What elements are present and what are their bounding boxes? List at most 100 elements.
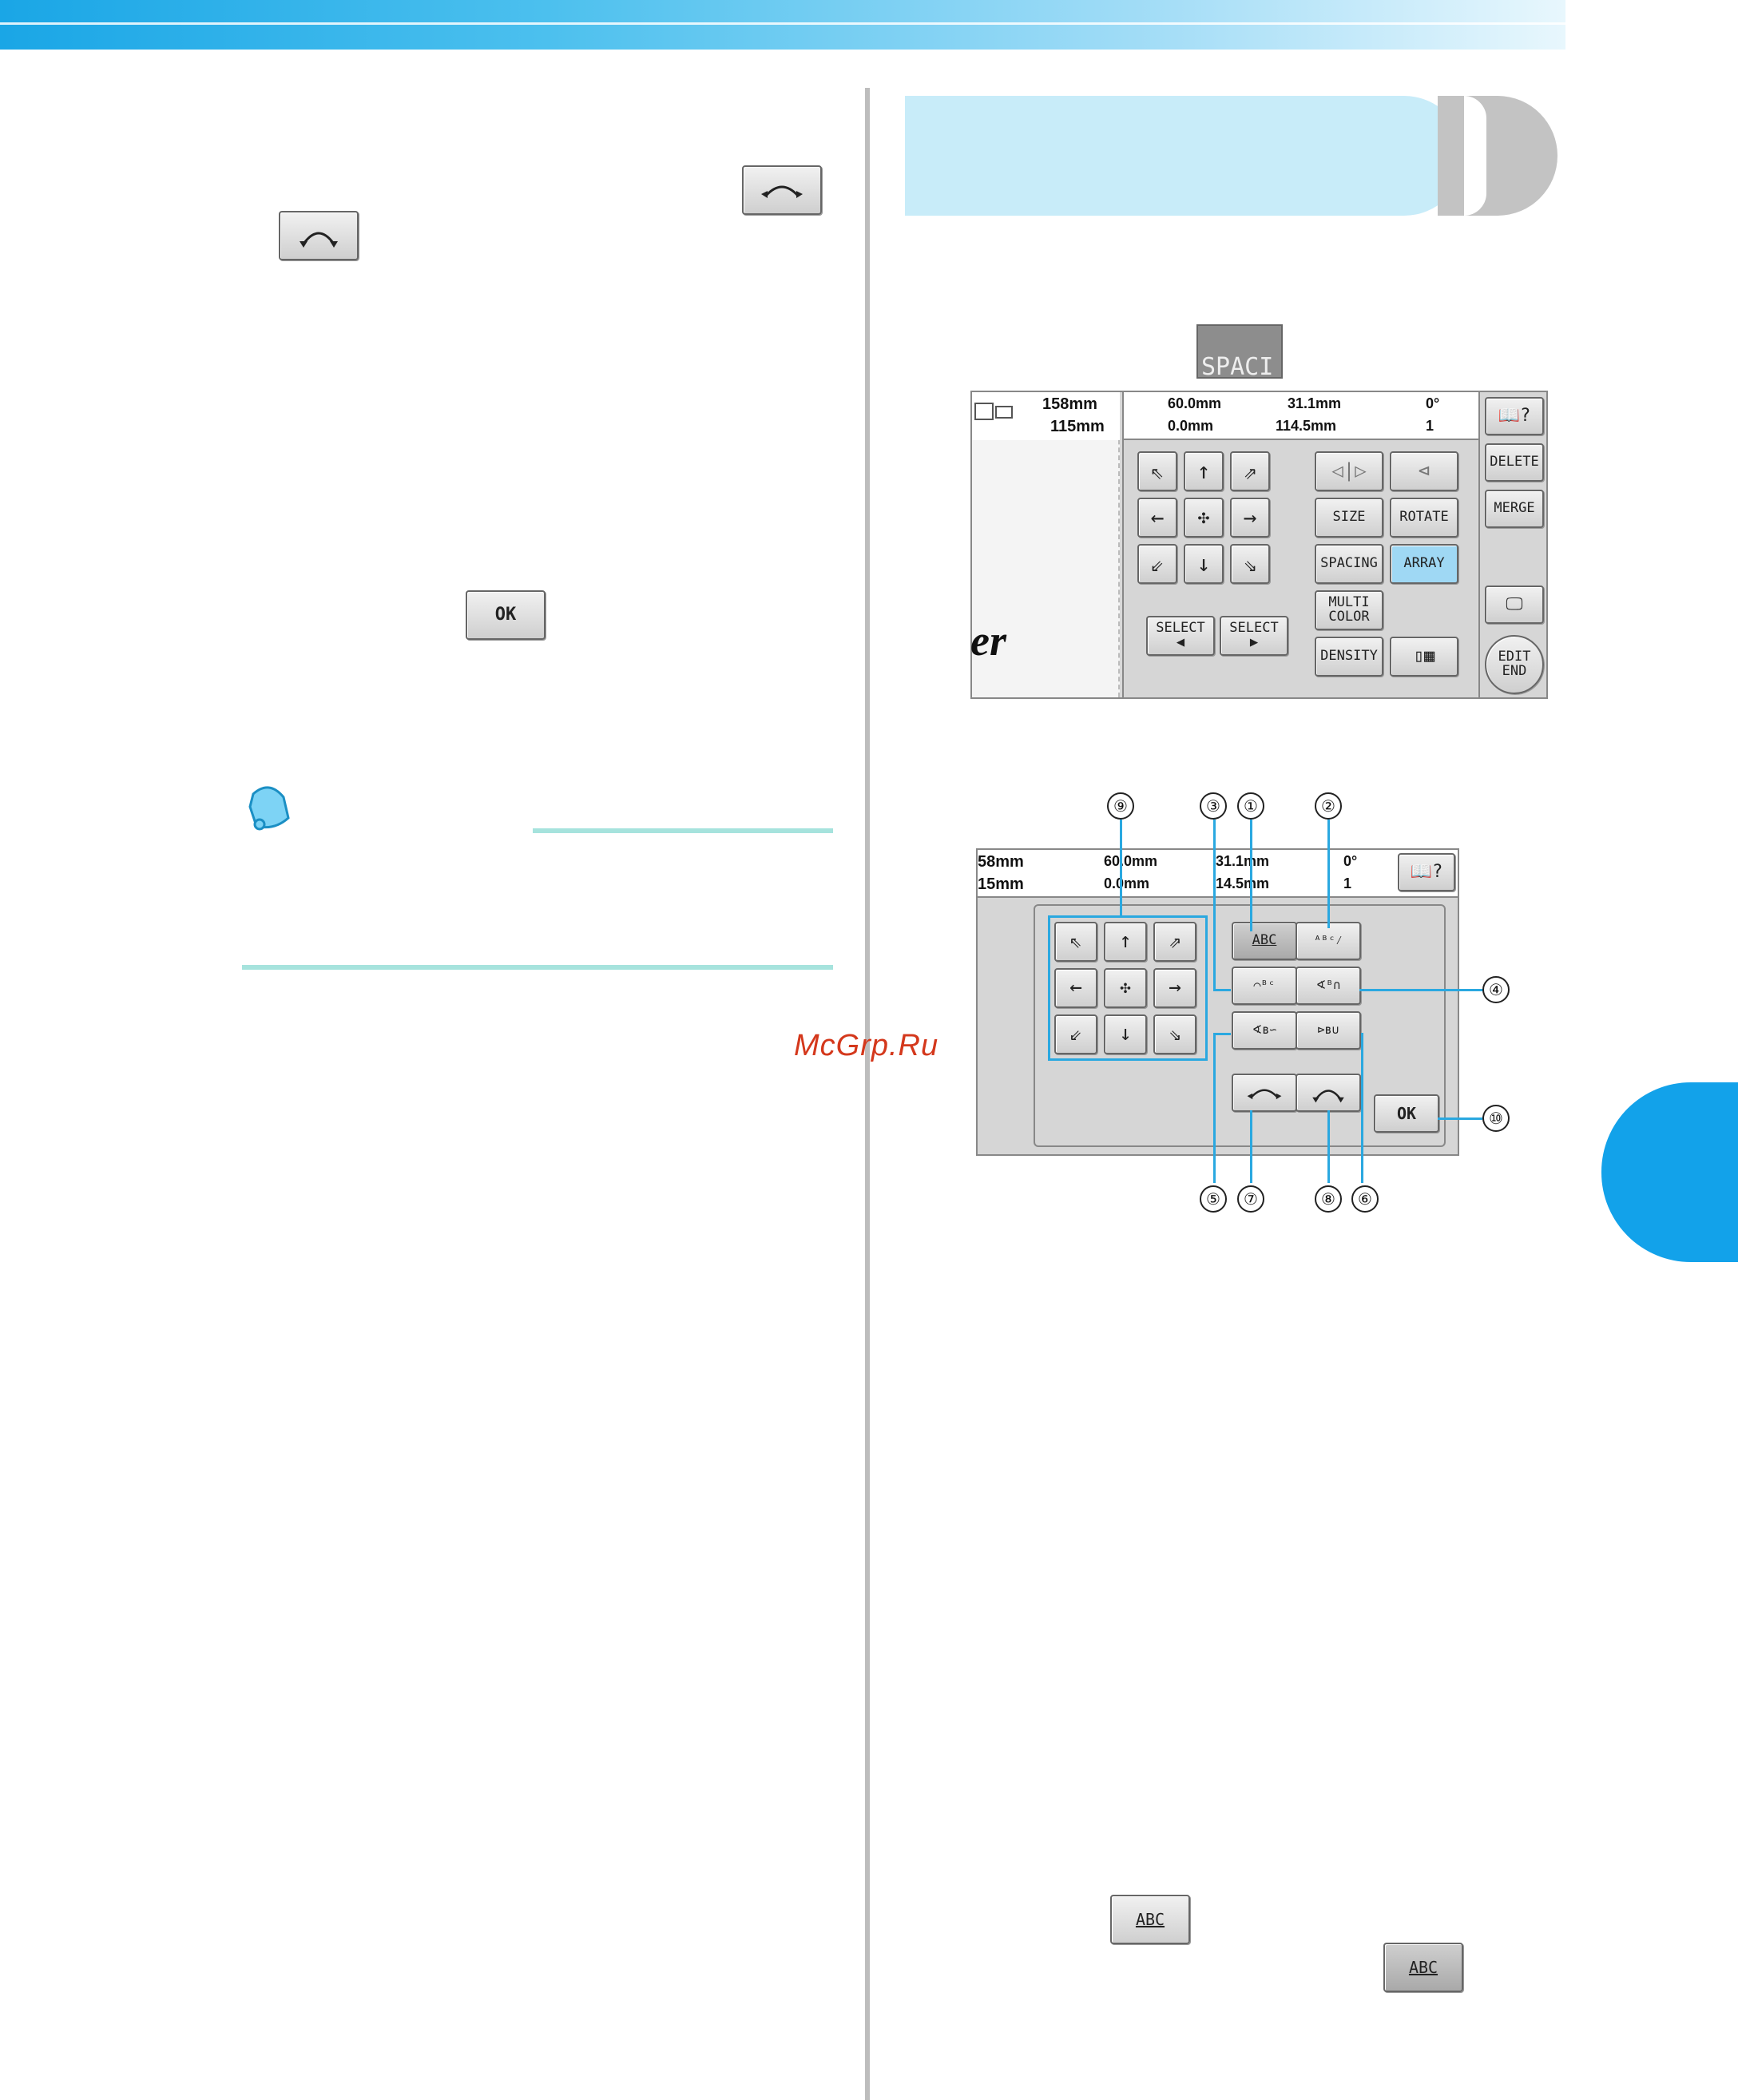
callout-9: ⑨ <box>1107 792 1134 820</box>
array-button[interactable]: ARRAY <box>1390 544 1458 584</box>
height-value: 60.0mm <box>1168 395 1222 411</box>
spacing-label: SPACI <box>1201 353 1274 379</box>
info-bar: 60.0mm 0.0mm 31.1mm 114.5mm 0° 1 <box>1124 392 1478 440</box>
move-up-right-button[interactable]: ⇗ <box>1230 451 1270 491</box>
ok-button-inline: OK <box>466 590 546 640</box>
move-left-button[interactable]: ← <box>1137 498 1177 538</box>
leader-4 <box>1359 989 1483 991</box>
help-book-icon: 📖? <box>1410 862 1443 883</box>
pattern-text-fragment: er <box>970 617 1006 665</box>
move-right-button[interactable]: → <box>1230 498 1270 538</box>
preview-button[interactable]: 🖵 <box>1485 586 1544 624</box>
select-previous-button[interactable]: SELECT◀ <box>1146 616 1215 656</box>
leader-3 <box>1213 820 1216 990</box>
edit-end-button[interactable]: EDIT END <box>1485 635 1544 694</box>
leader-5 <box>1213 1033 1216 1183</box>
color-count: 1 <box>1426 418 1434 434</box>
preview-area: 158mm 115mm er <box>970 392 1120 697</box>
arrow-pad-highlight <box>1048 915 1208 1061</box>
array-arc-up-button[interactable]: ∢ᴮ∩ <box>1296 967 1361 1005</box>
callout-6: ⑥ <box>1351 1185 1379 1213</box>
select-next-label: SELECT <box>1229 620 1279 637</box>
arc-down-abc-icon: ⌒ᴮᶜ <box>1253 978 1276 993</box>
height2-value: 31.1mm <box>1288 395 1342 411</box>
leader-10 <box>1438 1117 1482 1120</box>
array-slant-button[interactable]: ᴬᴮᶜ⁄ <box>1296 922 1361 960</box>
angle-value: 0° <box>1426 395 1440 411</box>
move-center-button[interactable]: ✣ <box>1184 498 1224 538</box>
arc-left-right-icon <box>761 185 803 198</box>
array-move-up-left-button[interactable]: ⇖ <box>1054 922 1097 962</box>
array-width2-value: 14.5mm <box>1216 875 1270 891</box>
array-width-value: 0.0mm <box>1104 875 1150 891</box>
section-heading-cap <box>1438 96 1557 216</box>
merge-button[interactable]: MERGE <box>1485 490 1544 528</box>
memo-top-rule <box>533 828 833 833</box>
array-move-down-button[interactable]: ↓ <box>1104 1014 1147 1054</box>
array-move-up-button[interactable]: ↑ <box>1104 922 1147 962</box>
array-move-down-left-button[interactable]: ⇙ <box>1054 1014 1097 1054</box>
array-arc-down-button[interactable]: ⌒ᴮᶜ <box>1232 967 1297 1005</box>
spacing-button-fragment: SPACI <box>1196 324 1283 379</box>
array-ok-button[interactable]: OK <box>1374 1094 1439 1133</box>
top-banner <box>0 0 1565 50</box>
column-divider <box>865 88 870 2100</box>
help-button[interactable]: 📖? <box>1485 397 1544 435</box>
rotate-button[interactable]: ROTATE <box>1390 498 1458 538</box>
array-move-left-button[interactable]: ← <box>1054 968 1097 1008</box>
array-angle-value: 0° <box>1343 853 1358 869</box>
abc-button-inline-1: ABC <box>1110 1895 1190 1944</box>
top-banner-line <box>0 22 1565 25</box>
array-move-center-button[interactable]: ✣ <box>1104 968 1147 1008</box>
leader-5-h <box>1213 1033 1231 1035</box>
callout-3: ③ <box>1200 792 1227 820</box>
density-button[interactable]: DENSITY <box>1315 637 1383 677</box>
edit-panel: 60.0mm 0.0mm 31.1mm 114.5mm 0° 1 ⇖ ↑ ⇗ ←… <box>1122 392 1478 697</box>
section-heading-bar <box>905 96 1464 216</box>
leader-2 <box>1327 820 1330 928</box>
size-button[interactable]: SIZE <box>1315 498 1383 538</box>
array-dims-vertical: 58mm <box>978 853 1024 871</box>
leader-1 <box>1250 820 1252 931</box>
array-move-up-right-button[interactable]: ⇗ <box>1153 922 1196 962</box>
callout-1: ① <box>1237 792 1264 820</box>
delete-button[interactable]: DELETE <box>1485 443 1544 482</box>
arc-left-right-icon <box>1247 1089 1282 1100</box>
array-height-value: 60.0mm <box>1104 853 1158 869</box>
edit-screen-1: 158mm 115mm er 60.0mm 0.0mm 31.1mm 114.5… <box>970 391 1548 699</box>
array-help-button[interactable]: 📖? <box>1398 853 1455 891</box>
array-move-right-button[interactable]: → <box>1153 968 1196 1008</box>
array-widen-arc-button[interactable] <box>1232 1074 1297 1112</box>
select-next-button[interactable]: SELECT▶ <box>1220 616 1288 656</box>
leader-8 <box>1327 1110 1330 1183</box>
thread-color-button[interactable]: ▯▦ <box>1390 637 1458 677</box>
array-narrow-arc-button[interactable] <box>1296 1074 1361 1112</box>
callout-10: ⑩ <box>1482 1105 1510 1132</box>
leader-7 <box>1250 1110 1252 1183</box>
move-down-right-button[interactable]: ⇘ <box>1230 544 1270 584</box>
array-curve-up-button[interactable]: ⊳ʙ∪ <box>1296 1011 1361 1050</box>
mirror-button[interactable]: ◁|▷ <box>1315 451 1383 491</box>
leader-6 <box>1361 1033 1363 1183</box>
bell-memo-icon <box>248 786 290 831</box>
watermark: McGrp.Ru <box>794 1029 939 1062</box>
help-book-icon: 📖? <box>1498 406 1531 427</box>
move-up-button[interactable]: ↑ <box>1184 451 1224 491</box>
side-buttons: 📖? DELETE MERGE 🖵 EDIT END <box>1478 392 1546 697</box>
move-up-left-button[interactable]: ⇖ <box>1137 451 1177 491</box>
array-dims-horizontal: 15mm <box>978 875 1024 893</box>
spacing-button[interactable]: SPACING <box>1315 544 1383 584</box>
flip-button[interactable]: ⊲ <box>1390 451 1458 491</box>
preview-monitor-icon: 🖵 <box>1506 594 1523 615</box>
move-down-button[interactable]: ↓ <box>1184 544 1224 584</box>
array-curve-down-button[interactable]: ∢ʙ∽ <box>1232 1011 1297 1050</box>
arc-curve-icon-button <box>279 211 359 260</box>
array-straight-button[interactable]: ABC <box>1232 922 1297 960</box>
hoop-icon <box>974 403 1013 420</box>
leader-9 <box>1120 820 1122 915</box>
array-move-down-right-button[interactable]: ⇘ <box>1153 1014 1196 1054</box>
section-heading-gap <box>1464 96 1486 216</box>
multi-color-button[interactable]: MULTI COLOR <box>1315 590 1383 630</box>
move-down-left-button[interactable]: ⇙ <box>1137 544 1177 584</box>
callout-2: ② <box>1315 792 1342 820</box>
